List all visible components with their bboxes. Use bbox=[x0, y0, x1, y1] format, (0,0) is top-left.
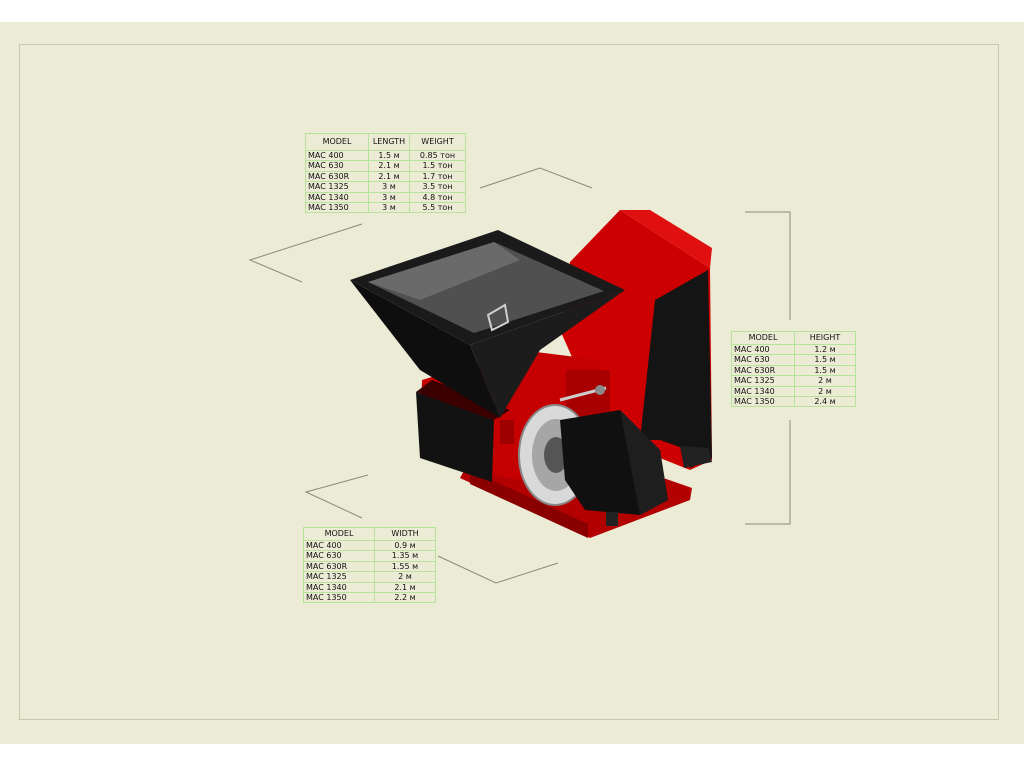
table-row: MAC 1350 2.4 м bbox=[731, 396, 856, 408]
model-cell: MAC 1325 bbox=[303, 571, 375, 583]
weight-cell: 1.5 тон bbox=[409, 160, 466, 172]
table-row: MAC 630 2.1 м 1.5 тон bbox=[305, 160, 466, 172]
table-row: MAC 400 1.5 м 0.85 тон bbox=[305, 149, 466, 162]
length-cell: 3 м bbox=[368, 202, 410, 214]
model-cell: MAC 1340 bbox=[305, 191, 369, 204]
chute-side-panel bbox=[640, 270, 712, 468]
width-dimension-line-left bbox=[304, 474, 369, 519]
height-cell: 1.5 м bbox=[794, 354, 856, 366]
model-cell: MAC 1350 bbox=[305, 202, 369, 214]
length-cell: 1.5 м bbox=[368, 149, 410, 162]
model-cell: MAC 400 bbox=[731, 343, 795, 356]
model-cell: MAC 1340 bbox=[731, 385, 795, 398]
model-cell: MAC 630 bbox=[303, 550, 375, 562]
table-row: MAC 1350 2.2 м bbox=[303, 592, 436, 604]
table-header-row: MODEL HEIGHT bbox=[731, 331, 856, 345]
column-header-weight: WEIGHT bbox=[409, 133, 466, 151]
model-cell: MAC 1340 bbox=[303, 581, 375, 594]
model-cell: MAC 630 bbox=[731, 354, 795, 366]
model-cell: MAC 630R bbox=[731, 364, 795, 377]
model-cell: MAC 400 bbox=[303, 539, 375, 552]
height-table: MODEL HEIGHT MAC 400 1.2 м MAC 630 1.5 м… bbox=[731, 331, 856, 408]
height-cell: 2 м bbox=[794, 385, 856, 398]
table-row: MAC 1325 3 м 3.5 тон bbox=[305, 181, 466, 193]
table-row: MAC 1325 2 м bbox=[303, 571, 436, 583]
model-cell: MAC 630 bbox=[305, 160, 369, 172]
table-row: MAC 630 1.5 м bbox=[731, 354, 856, 366]
height-dimension-line-bottom bbox=[745, 420, 791, 525]
table-header-row: MODEL WIDTH bbox=[303, 527, 436, 541]
width-cell: 2.2 м bbox=[374, 592, 436, 604]
weight-cell: 3.5 тон bbox=[409, 181, 466, 193]
length-cell: 2.1 м bbox=[368, 160, 410, 172]
table-row: MAC 400 0.9 м bbox=[303, 539, 436, 552]
table-row: MAC 630R 2.1 м 1.7 тон bbox=[305, 170, 466, 183]
length-weight-table: MODEL LENGTH WEIGHT MAC 400 1.5 м 0.85 т… bbox=[305, 133, 466, 214]
weight-cell: 0.85 тон bbox=[409, 149, 466, 162]
dimension-lines bbox=[248, 167, 791, 584]
column-header-model: MODEL bbox=[731, 331, 795, 345]
table-header-row: MODEL LENGTH WEIGHT bbox=[305, 133, 466, 151]
width-dimension-line-right bbox=[437, 555, 559, 584]
length-cell: 2.1 м bbox=[368, 170, 410, 183]
model-cell: MAC 1325 bbox=[305, 181, 369, 193]
width-cell: 2 м bbox=[374, 571, 436, 583]
weight-cell: 4.8 тон bbox=[409, 191, 466, 204]
width-table: MODEL WIDTH MAC 400 0.9 м MAC 630 1.35 м… bbox=[303, 527, 436, 604]
hopper-front bbox=[350, 280, 500, 418]
hopper-side bbox=[470, 290, 625, 418]
table-row: MAC 630R 1.5 м bbox=[731, 364, 856, 377]
table-row: MAC 630R 1.55 м bbox=[303, 560, 436, 573]
length-dimension-line-left bbox=[248, 223, 363, 283]
table-row: MAC 630 1.35 м bbox=[303, 550, 436, 562]
table-row: MAC 1325 2 м bbox=[731, 375, 856, 387]
model-cell: MAC 1350 bbox=[303, 592, 375, 604]
column-header-model: MODEL bbox=[303, 527, 375, 541]
length-dimension-line-right bbox=[479, 167, 593, 189]
shredder-machine bbox=[350, 210, 712, 538]
left-motor-cover bbox=[416, 392, 494, 482]
width-cell: 1.35 м bbox=[374, 550, 436, 562]
table-row: MAC 1350 3 м 5.5 тон bbox=[305, 202, 466, 214]
model-cell: MAC 630R bbox=[303, 560, 375, 573]
height-cell: 2.4 м bbox=[794, 396, 856, 408]
column-header-model: MODEL bbox=[305, 133, 369, 151]
width-cell: 2.1 м bbox=[374, 581, 436, 594]
table-row: MAC 1340 2.1 м bbox=[303, 581, 436, 594]
table-row: MAC 1340 3 м 4.8 тон bbox=[305, 191, 466, 204]
height-cell: 2 м bbox=[794, 375, 856, 387]
width-cell: 0.9 м bbox=[374, 539, 436, 552]
model-cell: MAC 400 bbox=[305, 149, 369, 162]
length-cell: 3 м bbox=[368, 191, 410, 204]
model-cell: MAC 630R bbox=[305, 170, 369, 183]
table-row: MAC 1340 2 м bbox=[731, 385, 856, 398]
model-cell: MAC 1325 bbox=[731, 375, 795, 387]
column-header-height: HEIGHT bbox=[794, 331, 856, 345]
model-cell: MAC 1350 bbox=[731, 396, 795, 408]
height-cell: 1.2 м bbox=[794, 343, 856, 356]
table-row: MAC 400 1.2 м bbox=[731, 343, 856, 356]
weight-cell: 5.5 тон bbox=[409, 202, 466, 214]
height-dimension-line-top bbox=[745, 211, 791, 320]
column-header-length: LENGTH bbox=[368, 133, 410, 151]
length-cell: 3 м bbox=[368, 181, 410, 193]
height-cell: 1.5 м bbox=[794, 364, 856, 377]
column-header-width: WIDTH bbox=[374, 527, 436, 541]
width-cell: 1.55 м bbox=[374, 560, 436, 573]
weight-cell: 1.7 тон bbox=[409, 170, 466, 183]
drawing-frame bbox=[19, 44, 999, 720]
